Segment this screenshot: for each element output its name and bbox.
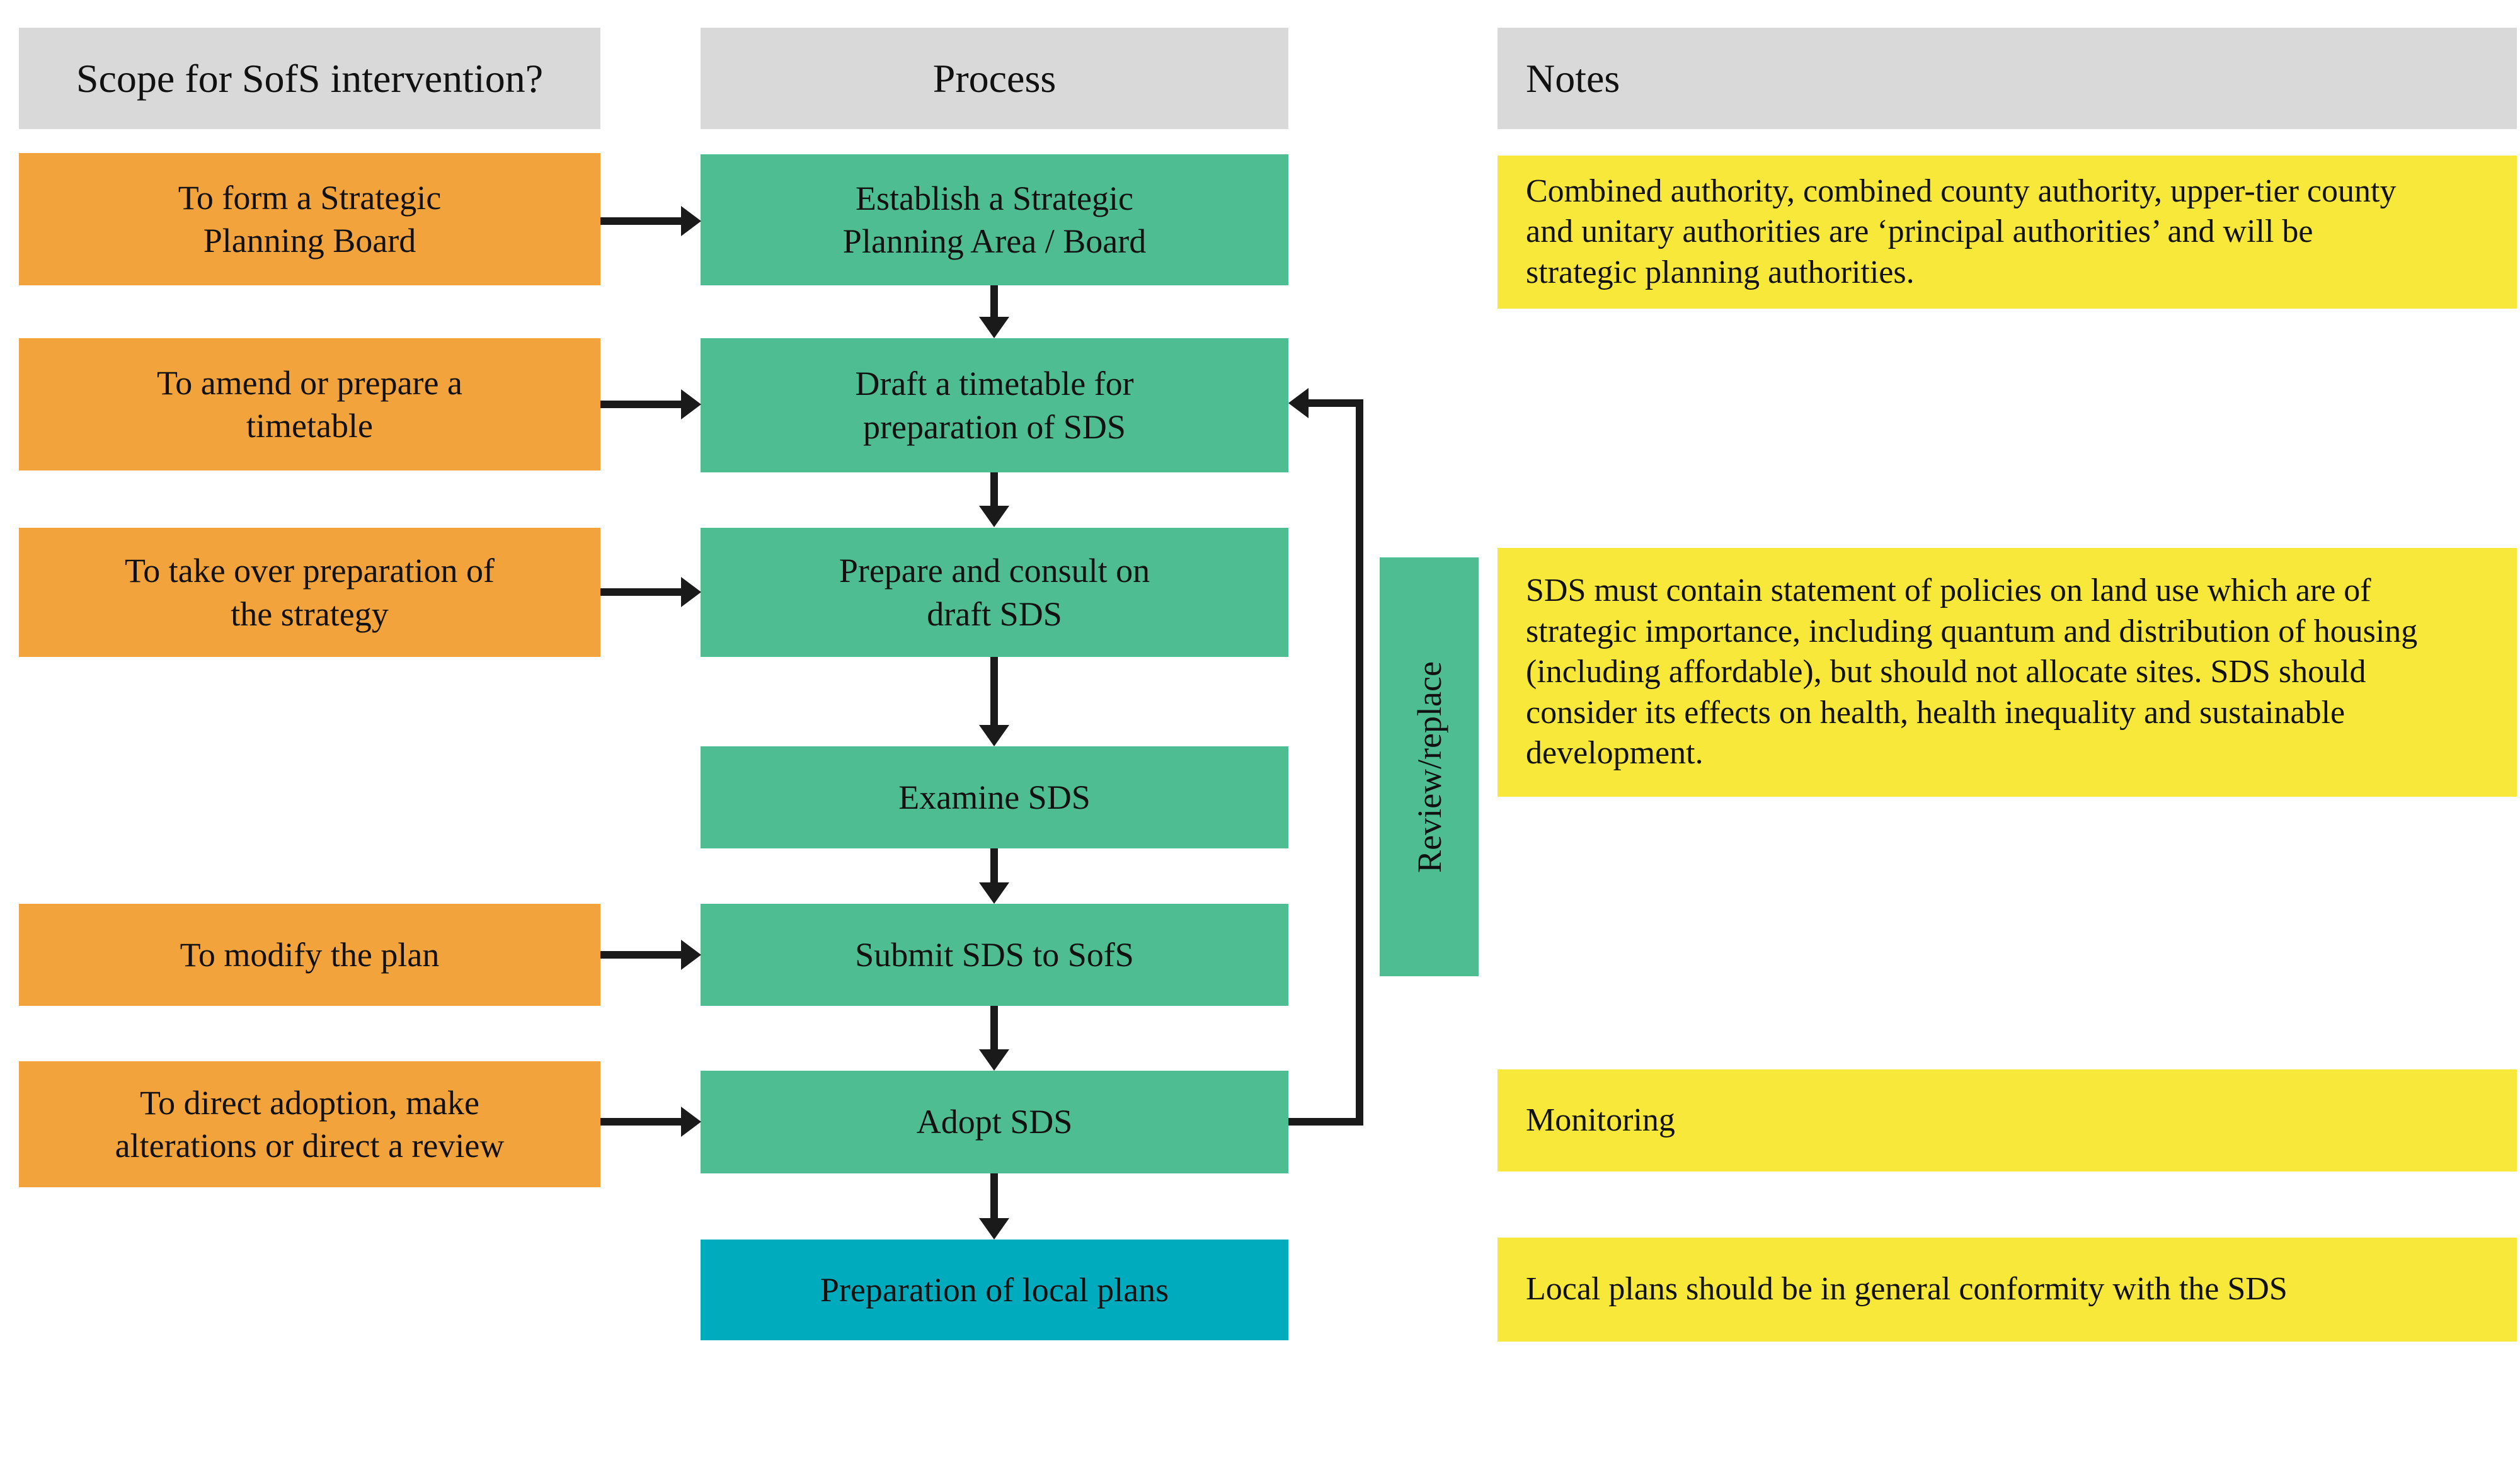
scope-box-label: To form a Strategic Planning Board — [178, 178, 442, 259]
scope-box-modify-plan: To modify the plan — [19, 904, 600, 1006]
arrowhead-direct-to-adopt — [681, 1107, 701, 1137]
arrow-line-submit-to-adopt — [990, 1006, 998, 1051]
arrow-line-form-to-establish — [600, 217, 682, 225]
arrowhead-modify-to-submit — [681, 940, 701, 970]
process-box-label: Adopt SDS — [916, 1103, 1073, 1141]
note-principal-authorities: Combined authority, combined county auth… — [1498, 156, 2517, 309]
process-box-label: Examine SDS — [898, 778, 1091, 816]
arrowhead-draft-to-prepare — [979, 506, 1009, 527]
header-scope-label: Scope for SofS intervention? — [76, 55, 544, 101]
scope-box-direct-adoption: To direct adoption, make alterations or … — [19, 1061, 600, 1187]
process-box-prepare-consult: Prepare and consult on draft SDS — [701, 528, 1288, 657]
process-box-label: Prepare and consult on draft SDS — [839, 552, 1150, 633]
header-scope-column: Scope for SofS intervention? — [19, 28, 600, 129]
review-replace-label: Review/replace — [1410, 661, 1448, 873]
arrow-line-direct-to-adopt — [600, 1118, 682, 1126]
arrowhead-takeover-to-prepare — [681, 577, 701, 607]
arrow-line-amend-to-draft — [600, 401, 682, 408]
process-box-label: Establish a Strategic Planning Area / Bo… — [842, 179, 1147, 260]
note-text: SDS must contain statement of policies o… — [1526, 573, 2418, 772]
scope-box-label: To amend or prepare a timetable — [157, 363, 462, 445]
loop-line-vertical — [1356, 399, 1363, 1126]
scope-box-label: To take over preparation of the strategy — [125, 552, 495, 633]
header-process-label: Process — [932, 55, 1057, 101]
process-box-preparation-local-plans: Preparation of local plans — [701, 1240, 1288, 1340]
process-box-label: Submit SDS to SofS — [855, 935, 1134, 974]
scope-box-label: To direct adoption, make alterations or … — [115, 1083, 505, 1165]
arrowhead-establish-to-draft — [979, 317, 1009, 338]
scope-box-form-planning-board: To form a Strategic Planning Board — [19, 153, 600, 285]
scope-box-amend-prepare-timetable: To amend or prepare a timetable — [19, 338, 600, 470]
process-box-draft-timetable: Draft a timetable for preparation of SDS — [701, 338, 1288, 472]
arrowhead-amend-to-draft — [681, 389, 701, 419]
arrow-line-modify-to-submit — [600, 951, 682, 959]
process-box-adopt-sds: Adopt SDS — [701, 1071, 1288, 1173]
arrowhead-form-to-establish — [681, 206, 701, 236]
note-monitoring: Monitoring — [1498, 1069, 2517, 1171]
arrowhead-submit-to-adopt — [979, 1049, 1009, 1071]
process-box-submit-sds: Submit SDS to SofS — [701, 904, 1288, 1006]
note-local-plans-conformity: Local plans should be in general conform… — [1498, 1238, 2517, 1342]
process-box-examine-sds: Examine SDS — [701, 746, 1288, 848]
scope-box-label: To modify the plan — [180, 935, 440, 974]
review-replace-box: Review/replace — [1380, 557, 1479, 976]
arrowhead-prepare-to-examine — [979, 725, 1009, 746]
header-notes-label: Notes — [1526, 55, 1620, 101]
note-text: Local plans should be in general conform… — [1526, 1271, 2288, 1308]
process-box-establish-area-board: Establish a Strategic Planning Area / Bo… — [701, 154, 1288, 285]
arrow-line-examine-to-submit — [990, 848, 998, 884]
loop-line-bottom — [1288, 1118, 1363, 1126]
arrowhead-adopt-to-localplans — [979, 1218, 1009, 1240]
arrowhead-loop-to-draft — [1288, 388, 1309, 418]
header-process-column: Process — [701, 28, 1288, 129]
arrow-line-draft-to-prepare — [990, 472, 998, 507]
process-box-label: Preparation of local plans — [820, 1270, 1169, 1309]
header-notes-column: Notes — [1498, 28, 2517, 129]
loop-line-top — [1307, 399, 1363, 407]
note-text: Monitoring — [1526, 1102, 1675, 1138]
arrow-line-takeover-to-prepare — [600, 588, 682, 596]
note-text: Combined authority, combined county auth… — [1526, 173, 2397, 290]
arrow-line-adopt-to-localplans — [990, 1173, 998, 1219]
arrow-line-establish-to-draft — [990, 285, 998, 318]
arrowhead-examine-to-submit — [979, 882, 1009, 904]
arrow-line-prepare-to-examine — [990, 657, 998, 726]
note-sds-content: SDS must contain statement of policies o… — [1498, 548, 2517, 797]
scope-box-take-over-preparation: To take over preparation of the strategy — [19, 528, 600, 657]
process-box-label: Draft a timetable for preparation of SDS — [855, 365, 1134, 446]
